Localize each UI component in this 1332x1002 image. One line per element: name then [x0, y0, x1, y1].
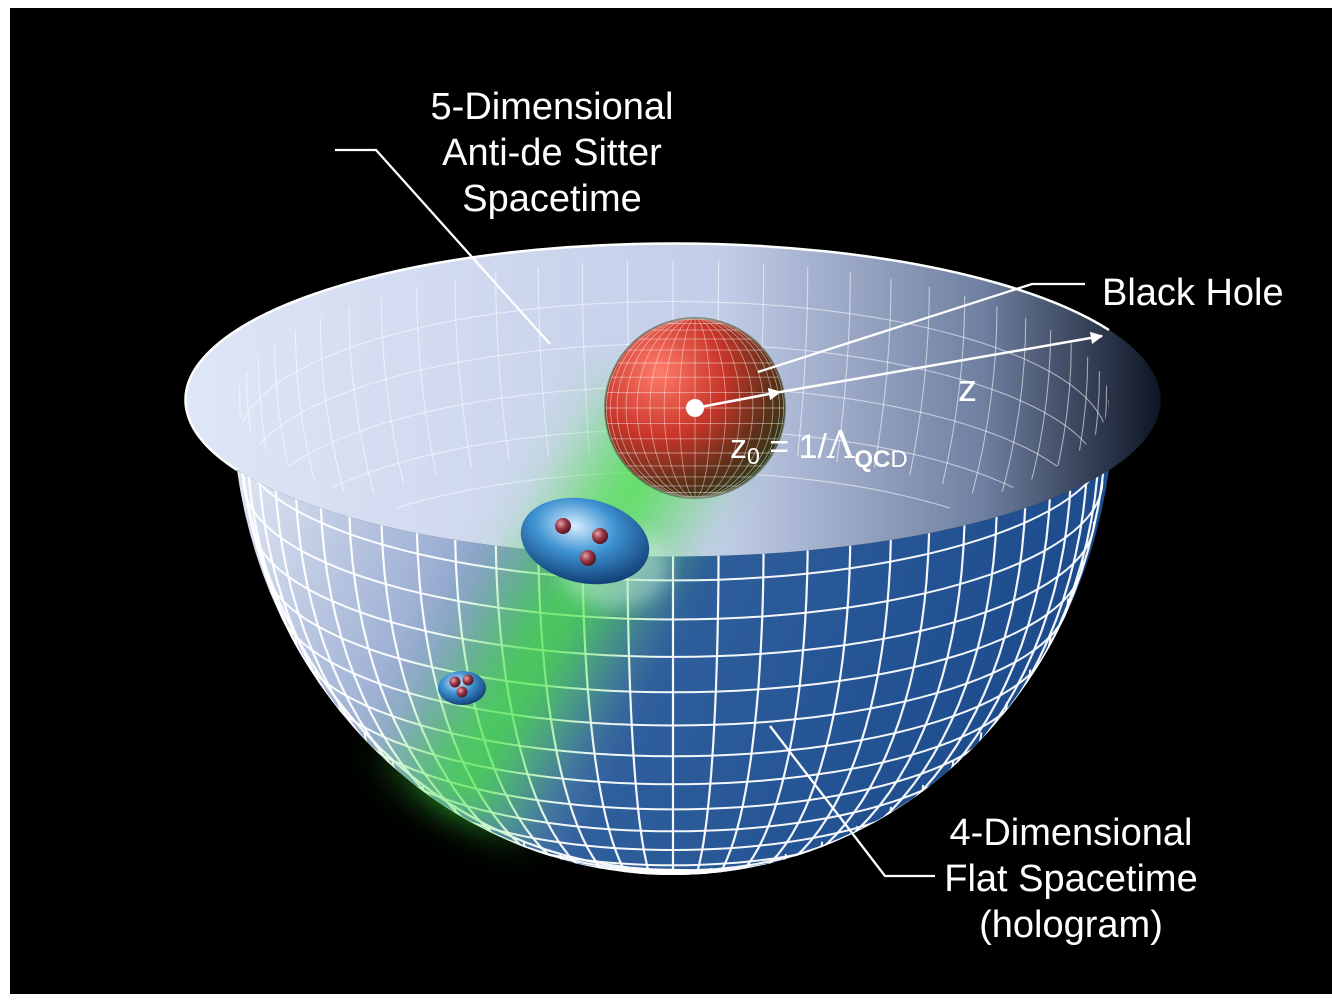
qcd-bold: QC: [854, 446, 891, 473]
bowl-rim: [184, 242, 1110, 472]
hadron-large: [520, 497, 650, 585]
ads-cft-diagram: [184, 148, 1161, 878]
z0-equation: z0 = 1/ΛQCD: [730, 423, 908, 474]
z0-symbol: z: [730, 428, 747, 466]
black-hole-label: Black Hole: [1102, 272, 1284, 314]
qcd-subscript: QCD: [854, 446, 907, 473]
flat-label-line1: 4-Dimensional: [949, 812, 1193, 854]
z0-arrow: [694, 387, 782, 410]
ads-label-line2: Anti-de Sitter: [442, 132, 662, 174]
z-axis-label: z: [958, 368, 977, 410]
flat-label-line3: (hologram): [979, 904, 1163, 946]
hadron-small: [438, 671, 486, 705]
quark: [449, 676, 461, 688]
ads-label-line1: 5-Dimensional: [430, 86, 674, 128]
ads-label-line3: Spacetime: [462, 178, 642, 220]
black-hole-leader-line: [757, 282, 1085, 374]
lambda-symbol: Λ: [826, 423, 855, 467]
z-axis-arrow: [779, 331, 1104, 394]
quark: [456, 686, 468, 698]
quark: [592, 528, 608, 544]
flat-leader-line: [769, 725, 935, 878]
quark: [580, 550, 596, 566]
z0-subscript: 0: [747, 443, 760, 469]
diagram-frame: 5-Dimensional Anti-de Sitter Spacetime B…: [10, 8, 1332, 994]
qcd-end: D: [890, 446, 908, 473]
ads-leader-line: [335, 148, 551, 345]
z0-equals: = 1/: [759, 428, 827, 466]
quark: [555, 518, 571, 534]
flat-label-line2: Flat Spacetime: [944, 858, 1198, 900]
flat-spacetime-label: 4-Dimensional Flat Spacetime (hologram): [932, 810, 1210, 948]
quark: [462, 674, 474, 686]
ads-label: 5-Dimensional Anti-de Sitter Spacetime: [380, 84, 724, 222]
